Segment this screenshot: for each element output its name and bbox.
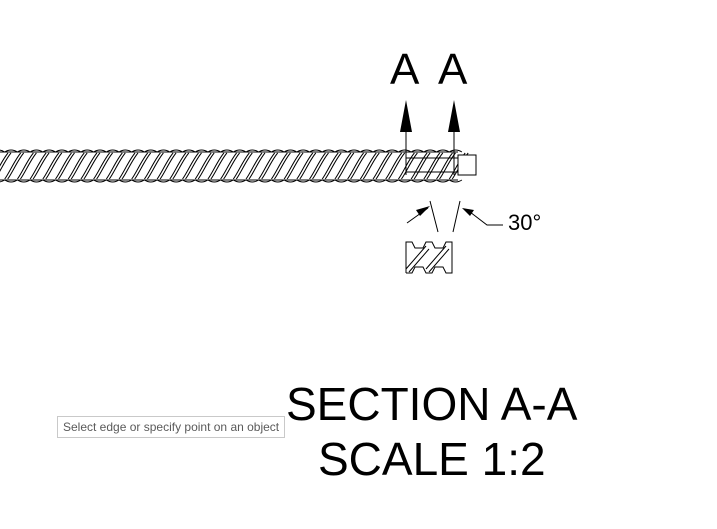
threaded-rod[interactable] [0, 149, 469, 183]
section-arrow-right[interactable] [448, 100, 460, 175]
section-title: SECTION A-A [286, 378, 578, 430]
section-label-left: A [390, 45, 420, 94]
rod-end-stub[interactable] [457, 154, 477, 176]
section-label-right: A [438, 45, 468, 94]
section-view-profile[interactable] [405, 241, 453, 274]
section-arrow-left[interactable] [400, 100, 412, 175]
angle-annotation: 30° [508, 210, 542, 235]
command-prompt-tooltip: Select edge or specify point on an objec… [57, 416, 286, 438]
angle-dimension[interactable] [406, 200, 503, 233]
scale-label: SCALE 1:2 [318, 433, 546, 485]
